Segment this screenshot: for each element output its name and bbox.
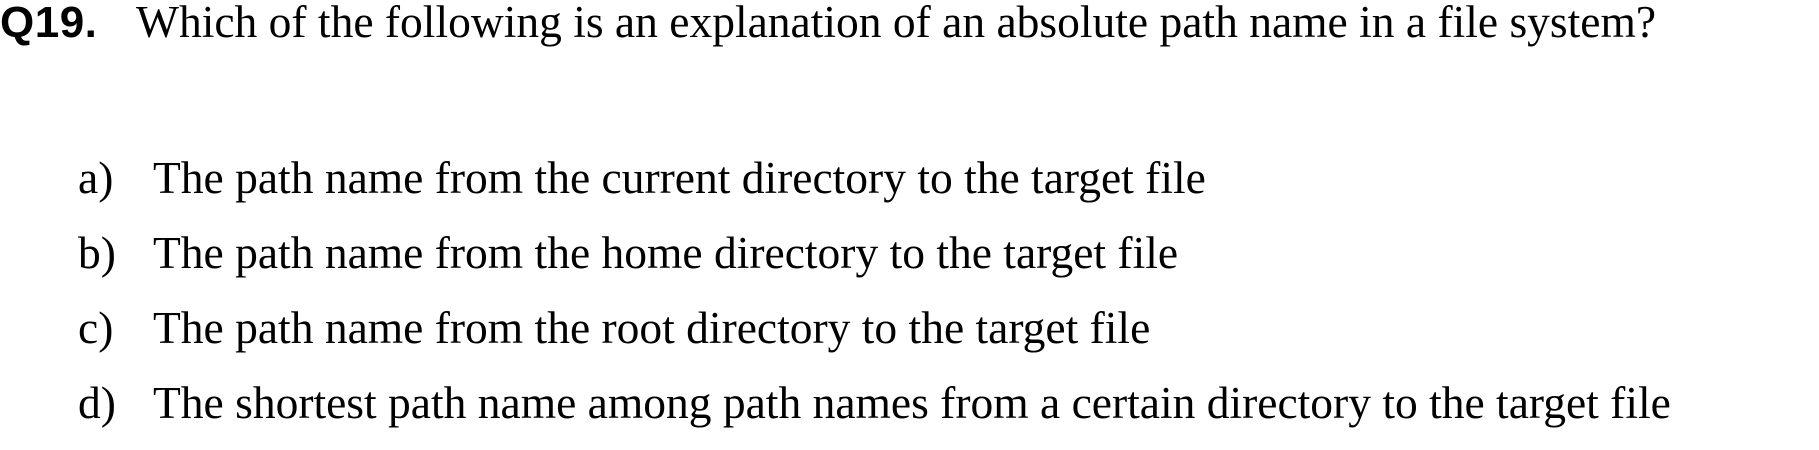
answer-option-a: a) The path name from the current direct…: [78, 150, 1671, 225]
option-letter: c): [78, 302, 114, 353]
option-letter: a): [78, 152, 114, 203]
answer-option-d: d) The shortest path name among path nam…: [78, 375, 1671, 450]
question-text: Which of the following is an explanation…: [136, 0, 1657, 47]
option-text: The path name from the current directory…: [153, 152, 1206, 203]
question-number: Q19.: [0, 0, 98, 47]
answer-option-c: c) The path name from the root directory…: [78, 300, 1671, 375]
option-text: The shortest path name among path names …: [153, 377, 1671, 428]
option-text: The path name from the home directory to…: [153, 227, 1179, 278]
question-header: Q19. Which of the following is an explan…: [0, 0, 1656, 50]
option-letter: b): [78, 227, 116, 278]
option-text: The path name from the root directory to…: [153, 302, 1151, 353]
answer-option-b: b) The path name from the home directory…: [78, 225, 1671, 300]
answer-options-list: a) The path name from the current direct…: [78, 150, 1671, 450]
option-letter: d): [78, 377, 116, 428]
